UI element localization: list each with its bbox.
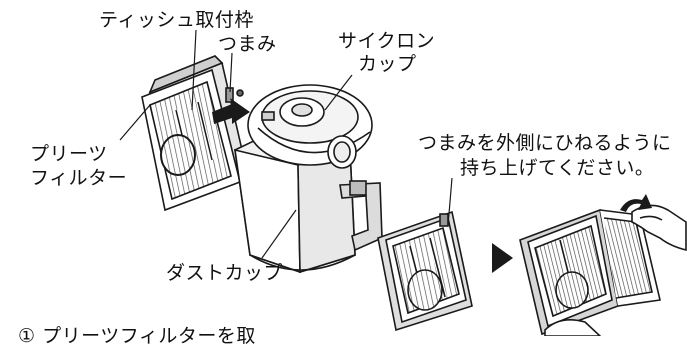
hand-illustration [544,204,687,336]
label-pleats-filter-line2: フィルター [30,167,128,189]
leader-lines [119,29,453,259]
pleats-filter-middle [377,210,473,332]
instruction-line1: つまみを外側にひねるように [418,132,672,154]
label-tissue-frame: ティッシュ取付枠 [99,9,254,31]
step-heading-partial: ① プリーツフィルターを取 [18,325,256,347]
label-cyclone-cup-line2: カップ [358,53,417,75]
label-dust-cup: ダストカップ [166,262,284,284]
assembly-diagram [119,29,687,336]
label-pleats-filter-line1: プリーツ [30,143,108,165]
pleats-filter-right [519,208,661,336]
insert-arrow-icon [212,98,250,124]
label-knob: つまみ [218,33,277,55]
instruction-line2: 持ち上げてください。 [460,157,655,179]
twist-arrow-icon [620,194,652,212]
dust-cup-assembly [234,84,383,274]
pleats-filter-left [141,55,249,212]
next-step-triangle-icon [492,243,513,273]
label-cyclone-cup-line1: サイクロン [338,30,436,52]
